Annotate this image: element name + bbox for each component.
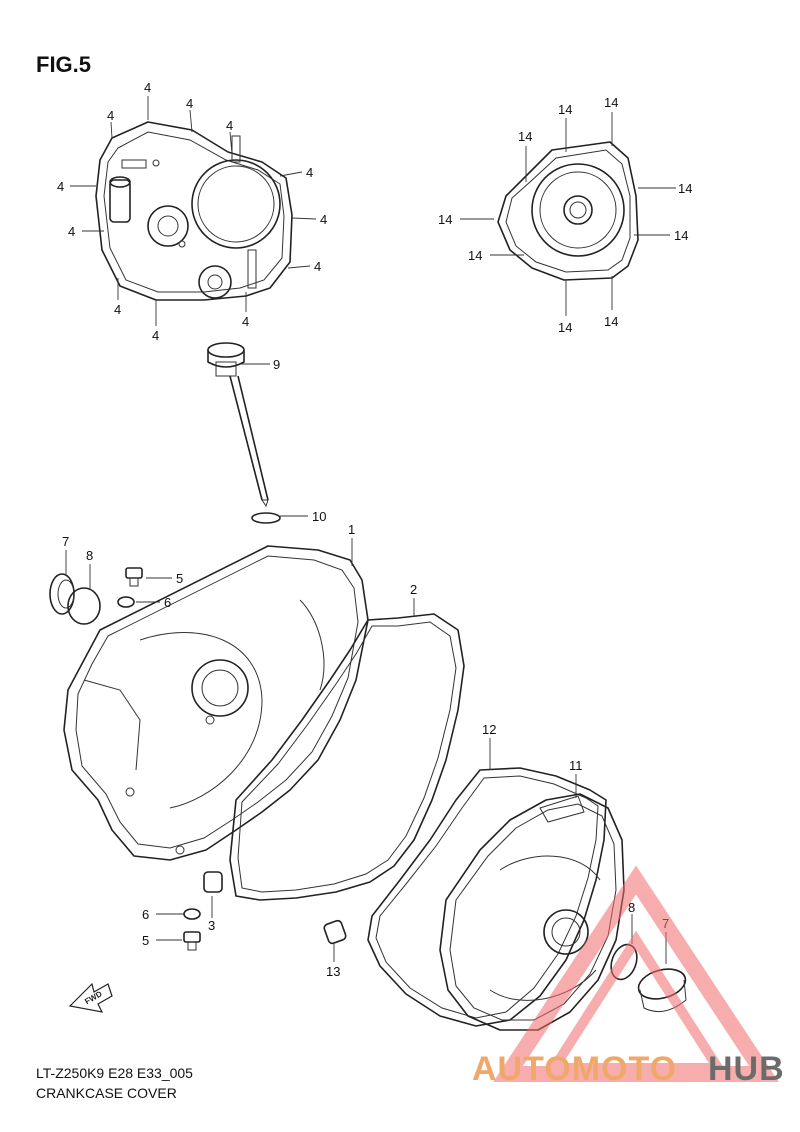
callout-4: 4: [68, 224, 75, 239]
figure-title: FIG.5: [36, 52, 91, 77]
callout-14: 14: [518, 129, 532, 144]
callout-5: 5: [142, 933, 149, 948]
bolt-callouts-4: 4 4 4 4 4 4 4 4 4 4 4 4: [57, 80, 327, 343]
callout-14: 14: [674, 228, 688, 243]
callout-4: 4: [107, 108, 114, 123]
callout-4: 4: [114, 302, 121, 317]
callout-4: 4: [144, 80, 151, 95]
callout-7: 7: [62, 534, 69, 549]
callout-14: 14: [558, 102, 572, 117]
magneto-cover-inner-view: [497, 141, 639, 281]
callout-10: 10: [312, 509, 326, 524]
callout-13: 13: [326, 964, 340, 979]
automotohub-logo-text: AUTOMOTO HUB: [472, 1050, 785, 1088]
callout-5: 5: [176, 571, 183, 586]
callout-11: 11: [569, 758, 583, 773]
callout-14: 14: [438, 212, 452, 227]
o-ring-left: [67, 587, 101, 625]
callout-4: 4: [306, 165, 313, 180]
callout-4: 4: [226, 118, 233, 133]
automotohub-watermark: [493, 865, 779, 1082]
callout-4: 4: [186, 96, 193, 111]
crankcase-gasket: [229, 613, 465, 901]
crankcase-cover: [63, 545, 369, 861]
oil-filler-cap-dipstick: [207, 342, 269, 508]
callout-12: 12: [482, 722, 496, 737]
washer-lower: [183, 908, 201, 920]
oil-seal-left: [49, 573, 75, 615]
bolt-upper: [125, 567, 143, 587]
bolt-lower: [183, 931, 201, 951]
callout-4: 4: [320, 212, 327, 227]
callout-4: 4: [57, 179, 64, 194]
callout-9: 9: [273, 357, 280, 372]
callout-14: 14: [558, 320, 572, 335]
o-ring: [251, 512, 281, 524]
callout-4: 4: [242, 314, 249, 329]
callout-6: 6: [142, 907, 149, 922]
callout-14: 14: [604, 314, 618, 329]
callout-4: 4: [152, 328, 159, 343]
fwd-arrow-icon: FWD: [68, 982, 113, 1013]
callout-2: 2: [410, 582, 417, 597]
callout-8: 8: [628, 900, 635, 915]
callout-14: 14: [678, 181, 692, 196]
callout-14: 14: [468, 248, 482, 263]
callout-8: 8: [86, 548, 93, 563]
watermark-part1: AUTOMOTO: [472, 1050, 677, 1088]
bolt-callouts-14: 14 14 14 14 14 14 14 14 14: [438, 95, 692, 335]
callout-1: 1: [348, 522, 355, 537]
diagram-name: CRANKCASE COVER: [36, 1085, 177, 1101]
magneto-cover-gasket: [367, 767, 607, 1027]
diagram-code: LT-Z250K9 E28 E33_005: [36, 1065, 193, 1081]
clutch-cover-inner-view: [95, 121, 293, 301]
callout-3: 3: [208, 918, 215, 933]
dowel-pin-13: [323, 919, 347, 945]
callout-6: 6: [164, 595, 171, 610]
callout-4: 4: [314, 259, 321, 274]
washer-upper: [117, 596, 135, 608]
dowel-pin: [203, 871, 223, 893]
watermark-part2: HUB: [708, 1050, 785, 1088]
callout-14: 14: [604, 95, 618, 110]
